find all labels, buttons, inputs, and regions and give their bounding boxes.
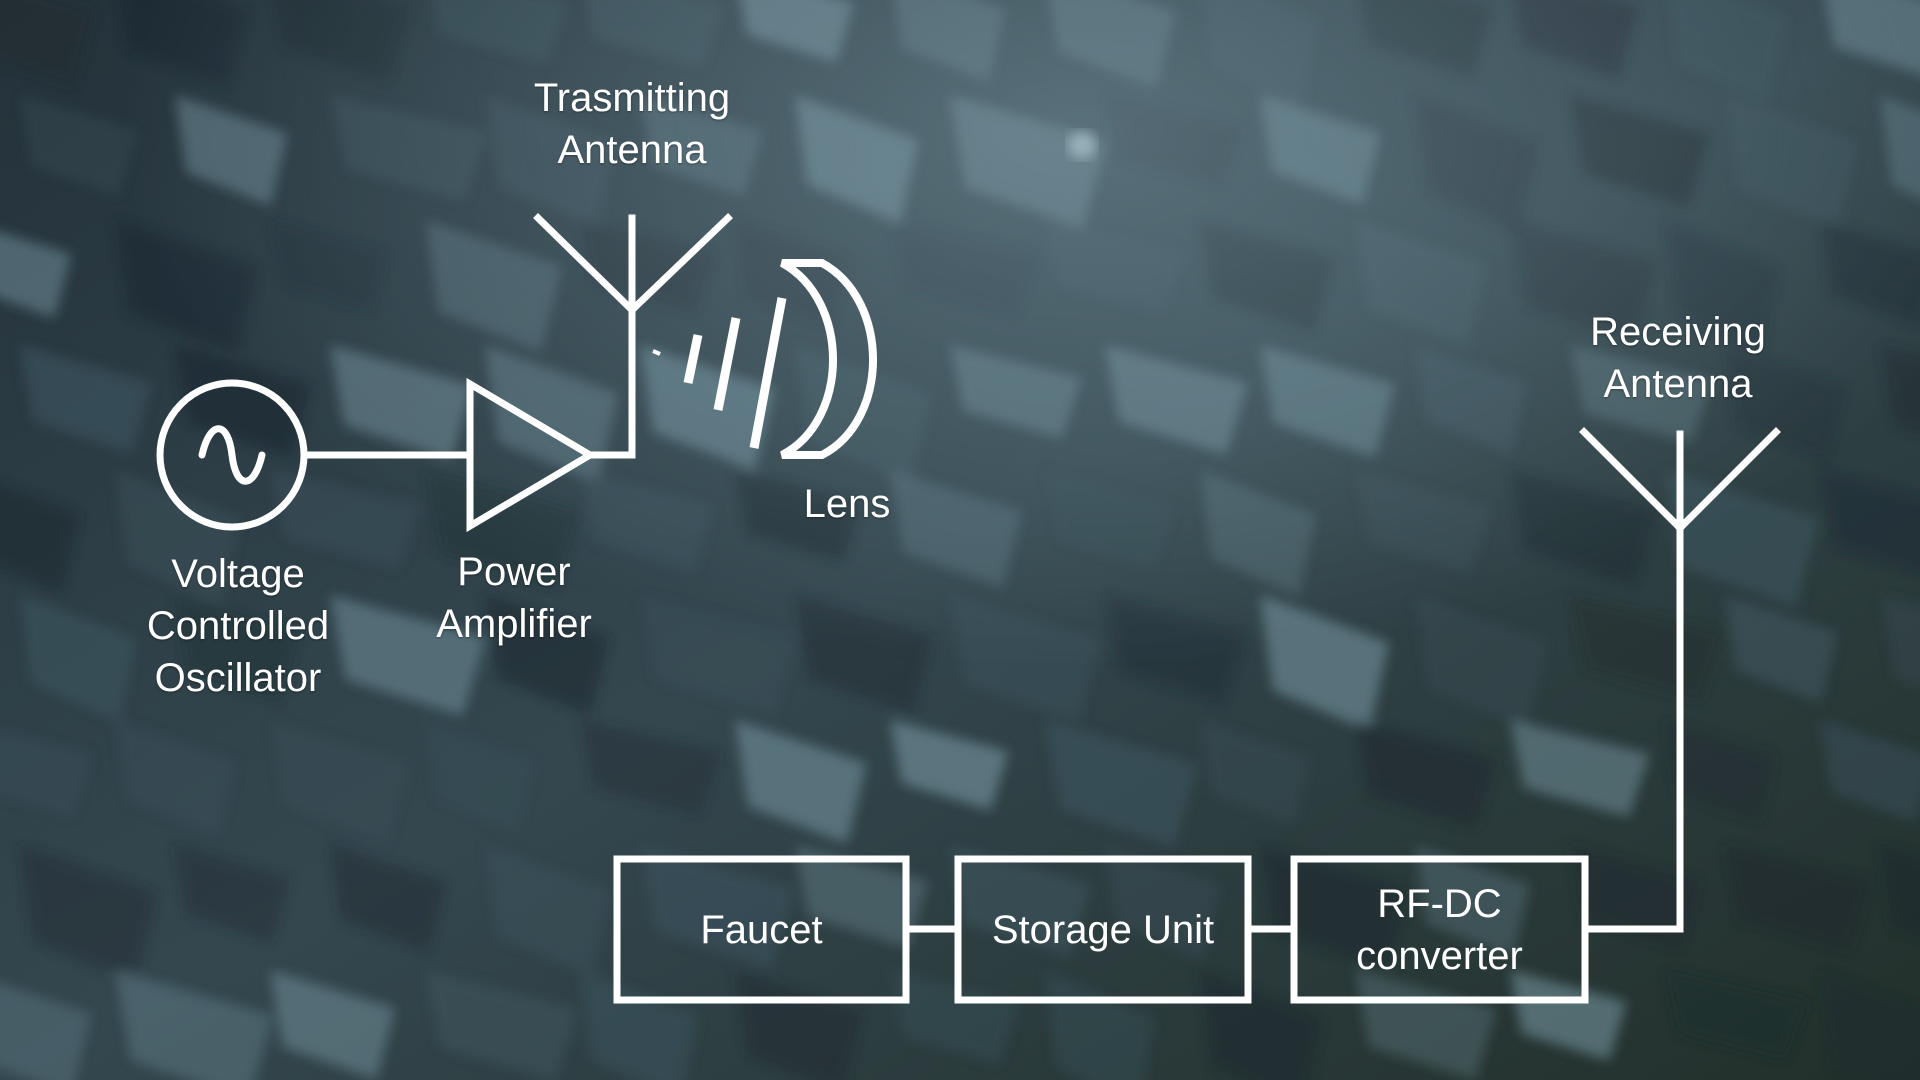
power-amplifier-label-line1: Power (457, 550, 571, 594)
rfdc-text-line2: converter (1356, 933, 1523, 978)
lens-label-text: Lens (803, 482, 891, 526)
faucet-text: Faucet (700, 907, 823, 952)
radiated-waves-icon (652, 297, 787, 449)
tx-antenna-label-line2: Antenna (557, 128, 707, 172)
faucet-block-label: Faucet (617, 859, 906, 1000)
rx-antenna-icon (1579, 427, 1781, 533)
power-amplifier-label: Power Amplifier (394, 546, 634, 650)
amplifier-icon (466, 377, 597, 533)
wire-amplifier-to-antenna (586, 306, 636, 459)
wire-antenna-to-rfdc (1584, 524, 1684, 933)
rx-antenna-label: Receiving Antenna (1558, 306, 1798, 410)
lens-icon (780, 259, 877, 459)
rfdc-converter-block-label: RF-DC converter (1294, 859, 1585, 1000)
vco-label-line1: Voltage (171, 552, 305, 596)
power-amplifier-label-line2: Amplifier (436, 602, 592, 646)
storage-unit-text: Storage Unit (991, 907, 1215, 952)
tx-antenna-label: Trasmitting Antenna (512, 72, 752, 176)
storage-unit-block-label: Storage Unit (958, 859, 1248, 1000)
lens-label: Lens (767, 478, 927, 530)
rx-antenna-label-line1: Receiving (1590, 310, 1766, 354)
tx-antenna-icon (533, 213, 733, 315)
tx-antenna-label-line1: Trasmitting (533, 76, 731, 120)
rx-antenna-label-line2: Antenna (1603, 362, 1753, 406)
vco-label: Voltage Controlled Oscillator (118, 548, 358, 704)
rfdc-text-line1: RF-DC (1377, 881, 1502, 926)
vco-label-line3: Oscillator (154, 656, 322, 700)
vco-label-line2: Controlled (146, 604, 330, 648)
oscillator-icon (156, 379, 308, 531)
